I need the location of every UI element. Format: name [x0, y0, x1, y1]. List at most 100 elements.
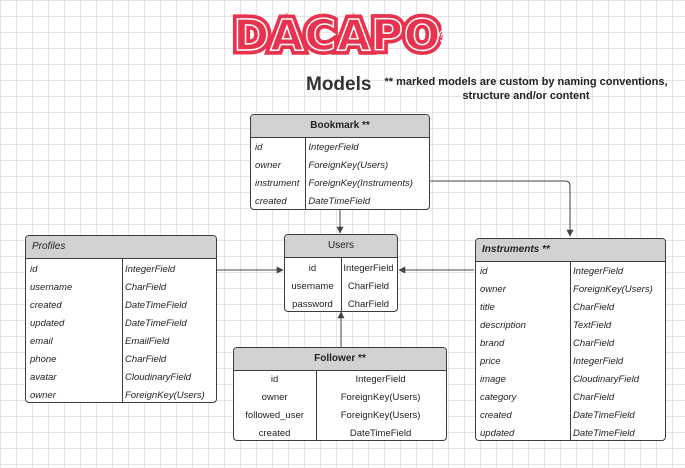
- table-row: updated DateTimeField: [476, 425, 665, 440]
- field-name: username: [291, 281, 334, 292]
- table-row: created DateTimeField: [234, 425, 446, 440]
- field-type: CharField: [573, 392, 615, 403]
- table-row: owner ForeignKey(Users): [234, 389, 446, 407]
- table-row: id IntegerField: [251, 139, 429, 157]
- field-name: id: [480, 266, 488, 277]
- field-name: updated: [480, 428, 515, 439]
- field-name: owner: [255, 160, 281, 171]
- logo-text-inner: DACAPO: [233, 10, 442, 62]
- connector-bookmark-instruments: [430, 180, 574, 237]
- table-row: updated DateTimeField: [26, 315, 216, 333]
- table-row: owner ForeignKey(Users): [476, 281, 665, 299]
- table-row: created DateTimeField: [476, 407, 665, 425]
- field-name: password: [292, 299, 333, 310]
- field-name: category: [480, 392, 517, 403]
- field-type: DateTimeField: [125, 318, 187, 329]
- field-type: IntegerField: [343, 263, 394, 274]
- field-type: IntegerField: [573, 266, 624, 277]
- field-type: ForeignKey(Users): [573, 284, 653, 295]
- field-name: id: [30, 264, 38, 275]
- table-row: id IntegerField: [285, 260, 397, 278]
- field-name: created: [480, 410, 512, 421]
- models-title: Models: [306, 74, 372, 95]
- field-name: id: [270, 374, 279, 385]
- field-name: description: [480, 320, 526, 331]
- table-row: brand CharField: [476, 335, 665, 353]
- field-name: followed_user: [245, 410, 304, 421]
- field-type: CharField: [573, 302, 615, 313]
- table-row: description TextField: [476, 317, 665, 335]
- field-type: IntegerField: [573, 356, 624, 367]
- field-type: CharField: [347, 281, 390, 292]
- table-row: id IntegerField: [26, 261, 216, 279]
- field-type: IntegerField: [308, 142, 359, 153]
- entity-profiles[interactable]: Profiles id IntegerField username CharFi…: [25, 235, 217, 403]
- field-name: email: [30, 336, 53, 347]
- table-row: title CharField: [476, 299, 665, 317]
- field-type: TextField: [573, 320, 612, 331]
- table-row: category CharField: [476, 389, 665, 407]
- field-name: title: [480, 302, 495, 313]
- field-name: created: [255, 196, 287, 207]
- field-type: IntegerField: [355, 374, 406, 385]
- field-name: avatar: [30, 372, 57, 383]
- table-row: created DateTimeField: [26, 297, 216, 315]
- field-type: CharField: [125, 282, 167, 293]
- field-name: instrument: [255, 178, 300, 189]
- logo-text: DACAPO: [233, 11, 442, 61]
- models-note: ** marked models are custom by naming co…: [384, 76, 668, 102]
- table-row: owner ForeignKey(Users): [26, 387, 216, 402]
- field-name: owner: [480, 284, 506, 295]
- field-type: DateTimeField: [308, 196, 371, 207]
- entity-users[interactable]: Users id IntegerField username CharField…: [284, 234, 398, 312]
- table-row: price IntegerField: [476, 353, 665, 371]
- field-type: EmailField: [125, 336, 170, 347]
- dacapo-logo: DACAPO DACAPO DACAPO 𝄞: [210, 7, 465, 68]
- table-row: username CharField: [285, 278, 397, 296]
- table-row: created DateTimeField: [251, 193, 429, 209]
- table-row: username CharField: [26, 279, 216, 297]
- field-type: CharField: [347, 299, 390, 310]
- field-type: DateTimeField: [573, 428, 635, 439]
- field-type: DateTimeField: [349, 428, 412, 439]
- field-type: ForeignKey(Users): [125, 390, 205, 401]
- field-type: DateTimeField: [573, 410, 635, 421]
- field-name: owner: [30, 390, 56, 401]
- table-row: followed_user ForeignKey(Users): [234, 407, 446, 425]
- field-type: CloudinaryField: [573, 374, 640, 385]
- logo-text-outline: DACAPO: [229, 7, 445, 66]
- table-row: avatar CloudinaryField: [26, 369, 216, 387]
- field-name: created: [30, 300, 62, 311]
- entity-bookmark-title: Bookmark **: [251, 115, 429, 138]
- table-row: image CloudinaryField: [476, 371, 665, 389]
- field-type: ForeignKey(Users): [340, 410, 421, 421]
- table-row: id IntegerField: [234, 371, 446, 389]
- table-row: owner ForeignKey(Users): [251, 157, 429, 175]
- field-type: IntegerField: [125, 264, 176, 275]
- entity-instruments-title: Instruments **: [476, 239, 665, 262]
- field-name: brand: [480, 338, 505, 349]
- field-name: price: [480, 356, 501, 367]
- table-row: email EmailField: [26, 333, 216, 351]
- music-note-icon: 𝄞: [437, 24, 446, 42]
- field-type: DateTimeField: [125, 300, 187, 311]
- field-type: CloudinaryField: [125, 372, 192, 383]
- table-row: phone CharField: [26, 351, 216, 369]
- table-row: instrument ForeignKey(Instruments): [251, 175, 429, 193]
- field-name: id: [255, 142, 263, 153]
- entity-instruments[interactable]: Instruments ** id IntegerField owner For…: [475, 238, 666, 441]
- field-name: username: [30, 282, 73, 293]
- field-name: updated: [30, 318, 65, 329]
- field-type: ForeignKey(Users): [308, 160, 389, 171]
- entity-follower[interactable]: Follower ** id IntegerField owner Foreig…: [233, 347, 447, 441]
- table-row: password CharField: [285, 296, 397, 311]
- entity-follower-title: Follower **: [234, 348, 446, 371]
- field-name: created: [258, 428, 291, 439]
- field-name: image: [480, 374, 506, 385]
- table-row: id IntegerField: [476, 263, 665, 281]
- field-type: CharField: [573, 338, 615, 349]
- entity-bookmark[interactable]: Bookmark ** id IntegerField owner Foreig…: [250, 114, 430, 210]
- field-name: phone: [30, 354, 57, 365]
- field-type: ForeignKey(Instruments): [308, 178, 413, 189]
